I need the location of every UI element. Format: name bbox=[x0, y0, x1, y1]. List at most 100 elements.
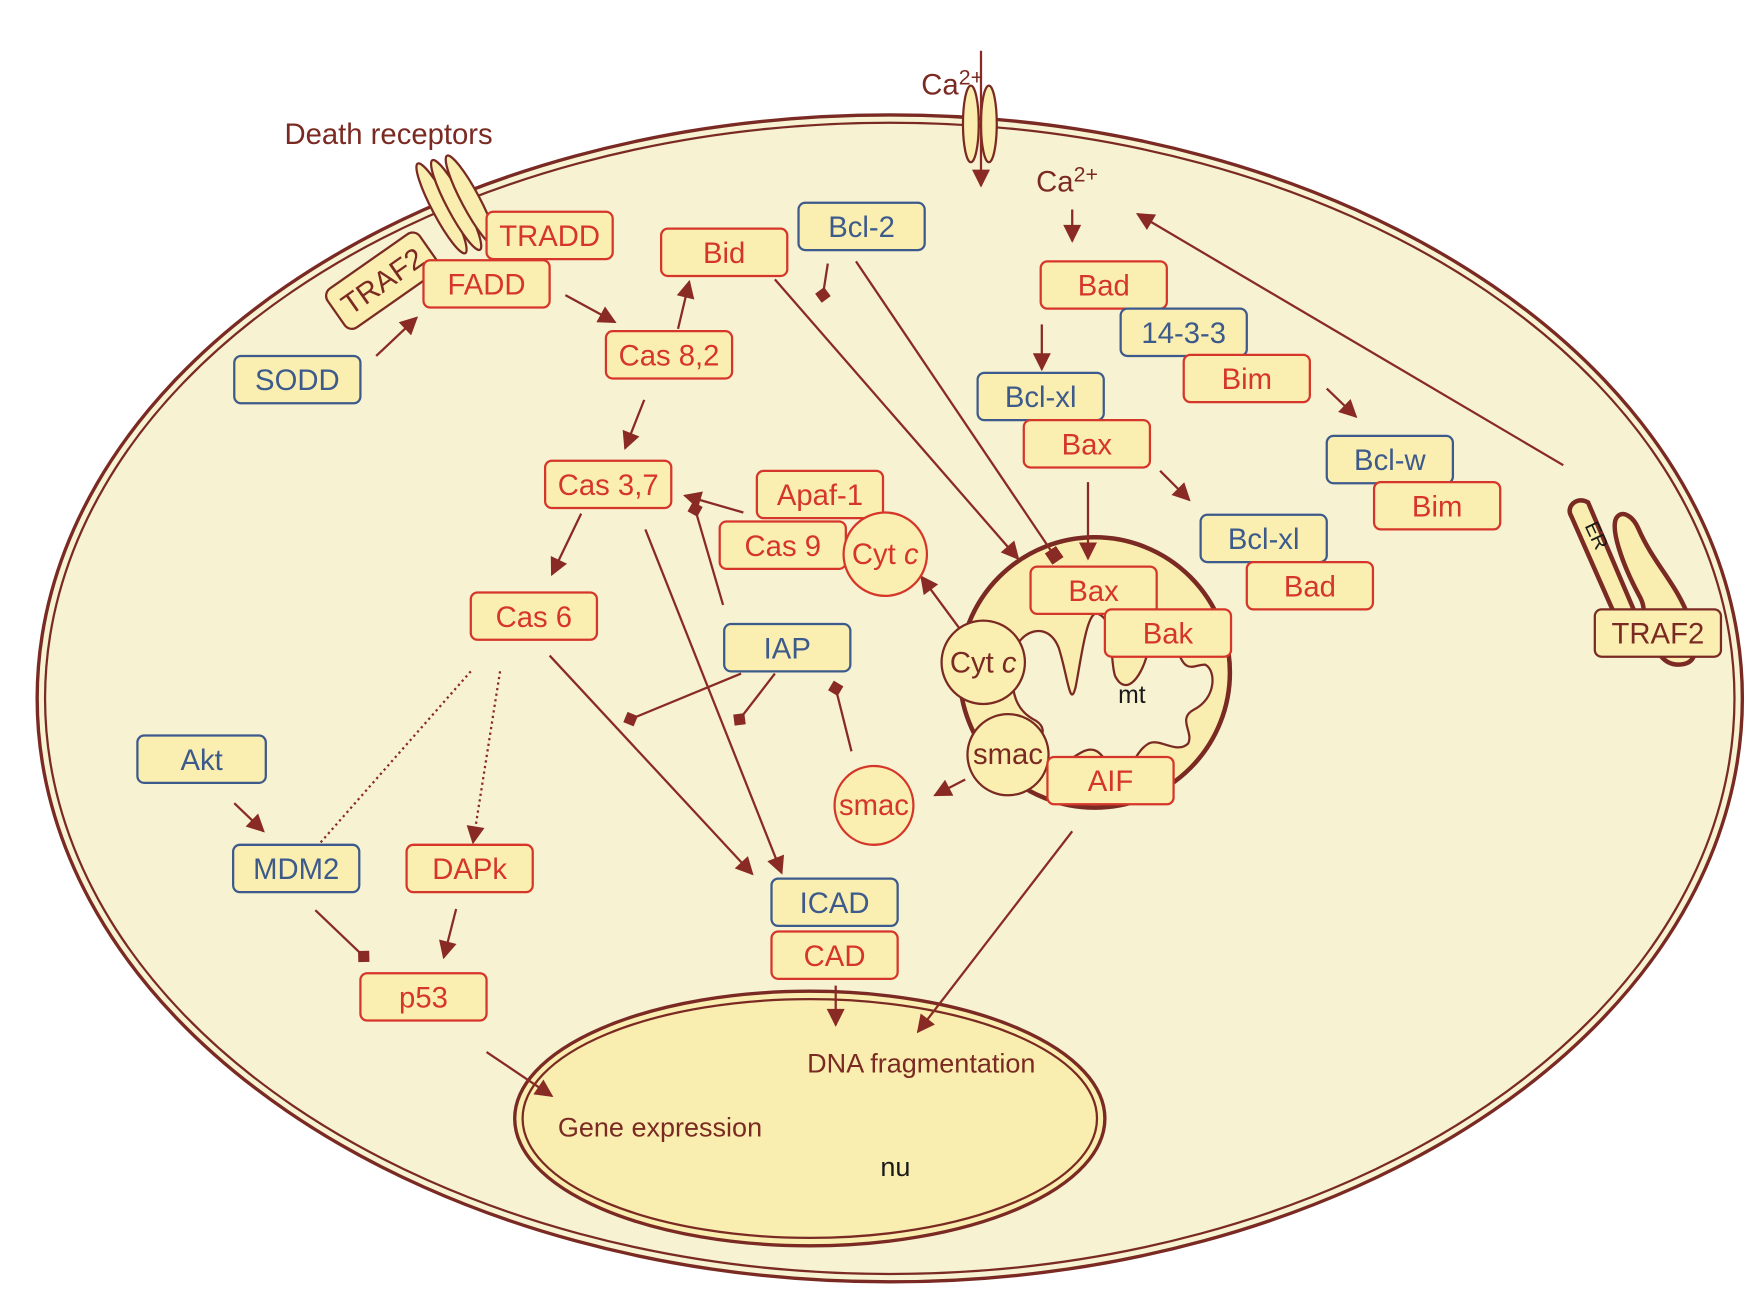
node-cas82-label: Cas 8,2 bbox=[619, 339, 720, 372]
node-tradd[interactable]: TRADD bbox=[485, 210, 614, 261]
node-smac-cytosol-label: smac bbox=[839, 789, 909, 822]
node-cytc-mitochondrion-label: Cyt c bbox=[950, 646, 1017, 679]
node-iap[interactable]: IAP bbox=[723, 622, 852, 673]
node-bid[interactable]: Bid bbox=[660, 227, 789, 278]
calcium-outside-label: Ca2+ bbox=[921, 65, 983, 101]
node-cad-label: CAD bbox=[804, 940, 866, 973]
death-receptors-label: Death receptors bbox=[284, 118, 492, 151]
calcium-inside-label: Ca2+ bbox=[1036, 162, 1098, 198]
node-bad-top-label: Bad bbox=[1078, 270, 1130, 303]
node-bclxl-2[interactable]: Bcl-xl bbox=[1199, 513, 1328, 564]
arrow-fadd-to-cas82 bbox=[564, 294, 617, 324]
node-cas9[interactable]: Cas 9 bbox=[718, 520, 847, 570]
calcium-channel: Ca2+ Ca2+ bbox=[921, 50, 1098, 198]
node-14-3-3[interactable]: 14-3-3 bbox=[1119, 307, 1248, 358]
nucleus-membrane-inner bbox=[521, 998, 1099, 1240]
node-cas82[interactable]: Cas 8,2 bbox=[604, 330, 734, 380]
node-akt[interactable]: Akt bbox=[136, 734, 267, 784]
node-bim-2-label: Bim bbox=[1412, 490, 1462, 523]
node-cas9-label: Cas 9 bbox=[745, 530, 821, 563]
arrow-mdm2-to-p53 bbox=[314, 909, 370, 963]
dotted-cas6-to-mdm2 bbox=[305, 670, 472, 859]
connectors bbox=[233, 209, 1564, 1098]
inhibit-iap-thin bbox=[733, 672, 776, 726]
arrow-bax-to-bclxl bbox=[1159, 470, 1191, 502]
node-bclw[interactable]: Bcl-w bbox=[1325, 434, 1455, 485]
ca-inside-text: Ca bbox=[1036, 165, 1074, 198]
death-receptors: Death receptors bbox=[284, 118, 498, 255]
node-p53-label: p53 bbox=[399, 982, 448, 1015]
nucleus-label: nu bbox=[880, 1152, 910, 1182]
dna-fragmentation-label: DNA fragmentation bbox=[807, 1048, 1035, 1078]
node-bad-2[interactable]: Bad bbox=[1245, 560, 1375, 611]
node-cytc-apoptosome-label: Cyt c bbox=[852, 538, 919, 571]
node-bad-2-label: Bad bbox=[1284, 570, 1336, 603]
node-fadd[interactable]: FADD bbox=[422, 259, 551, 309]
node-smac-cytosol[interactable]: smac bbox=[833, 764, 915, 846]
node-bim-1[interactable]: Bim bbox=[1182, 353, 1311, 404]
arrow-dapk-to-p53 bbox=[439, 908, 458, 960]
node-bax-mitochondrion-label: Bax bbox=[1068, 575, 1119, 608]
node-bclxl-2-label: Bcl-xl bbox=[1228, 523, 1300, 556]
ca-inside-sup: 2+ bbox=[1074, 162, 1098, 186]
arrow-akt-to-mdm2 bbox=[233, 802, 265, 833]
node-bim-2[interactable]: Bim bbox=[1372, 480, 1502, 531]
node-cytc-mitochondrion[interactable]: Cyt c bbox=[940, 619, 1027, 706]
cytc-prefix: Cyt bbox=[950, 646, 1002, 679]
node-bcl2[interactable]: Bcl-2 bbox=[797, 201, 926, 252]
node-icad[interactable]: ICAD bbox=[770, 877, 899, 928]
arrow-p53-to-gene-expression bbox=[485, 1051, 554, 1098]
channel-half-right bbox=[979, 84, 998, 164]
node-cytc-apoptosome[interactable]: Cyt c bbox=[842, 511, 929, 598]
node-icad-label: ICAD bbox=[800, 887, 870, 920]
node-bax-1-label: Bax bbox=[1062, 428, 1113, 461]
node-bclw-label: Bcl-w bbox=[1354, 444, 1426, 477]
node-bak-label: Bak bbox=[1143, 618, 1194, 651]
nodes: TRAF2 TRADD FADD SODD Bid Bcl-2 Cas 8,2 bbox=[136, 201, 1723, 1022]
node-dapk-label: DAPk bbox=[432, 853, 507, 886]
node-bclxl-1[interactable]: Bcl-xl bbox=[976, 371, 1105, 422]
node-mdm2[interactable]: MDM2 bbox=[232, 843, 361, 894]
node-cas37[interactable]: Cas 3,7 bbox=[543, 459, 673, 510]
node-bclxl-1-label: Bcl-xl bbox=[1005, 381, 1077, 414]
arrow-aif-to-dna bbox=[916, 830, 1074, 1034]
node-dapk[interactable]: DAPk bbox=[405, 843, 534, 894]
mitochondrion-label: mt bbox=[1118, 682, 1146, 709]
node-traf2-er[interactable]: TRAF2 bbox=[1593, 608, 1723, 658]
arrow-apaf1-to-cas37 bbox=[683, 491, 744, 514]
node-bax-1[interactable]: Bax bbox=[1022, 419, 1152, 469]
node-sodd[interactable]: SODD bbox=[233, 354, 362, 405]
gene-expression-label: Gene expression bbox=[558, 1113, 762, 1143]
node-bax-mitochondrion[interactable]: Bax bbox=[1029, 565, 1158, 616]
node-bak[interactable]: Bak bbox=[1103, 608, 1233, 658]
node-smac-mitochondrion-label: smac bbox=[973, 738, 1043, 771]
inhibit-smac-to-iap bbox=[828, 680, 853, 752]
arrow-cytc-release bbox=[920, 575, 961, 630]
inhibit-bcl2-to-bid bbox=[815, 263, 831, 303]
node-bim-1-label: Bim bbox=[1222, 363, 1272, 396]
node-fadd-label: FADD bbox=[448, 268, 526, 301]
arrow-cas37-to-cas6 bbox=[550, 513, 583, 577]
inhibit-iap-to-cas37 bbox=[687, 501, 725, 606]
node-sodd-label: SODD bbox=[255, 364, 340, 397]
node-cas6-label: Cas 6 bbox=[496, 601, 572, 634]
node-cad[interactable]: CAD bbox=[770, 930, 899, 980]
arrow-cas82-to-bid bbox=[676, 279, 695, 330]
nucleus-membrane-outer bbox=[513, 989, 1107, 1248]
node-cas6[interactable]: Cas 6 bbox=[469, 591, 599, 641]
node-bid-label: Bid bbox=[703, 237, 745, 270]
node-apaf1-label: Apaf-1 bbox=[777, 479, 863, 512]
cytc-prefix: Cyt bbox=[852, 538, 904, 571]
node-p53[interactable]: p53 bbox=[359, 972, 488, 1022]
node-14-3-3-label: 14-3-3 bbox=[1141, 317, 1226, 350]
node-bad-top[interactable]: Bad bbox=[1039, 260, 1168, 310]
inhibit-iap-to-cas6-path bbox=[623, 672, 742, 727]
nucleus: DNA fragmentation Gene expression nu bbox=[513, 989, 1107, 1248]
node-smac-mitochondrion[interactable]: smac bbox=[966, 713, 1050, 797]
node-cas37-label: Cas 3,7 bbox=[558, 469, 659, 502]
node-aif[interactable]: AIF bbox=[1046, 755, 1175, 806]
arrow-cas82-to-cas37 bbox=[622, 399, 646, 450]
node-apaf1[interactable]: Apaf-1 bbox=[755, 469, 885, 520]
node-traf2-er-label: TRAF2 bbox=[1612, 618, 1705, 651]
